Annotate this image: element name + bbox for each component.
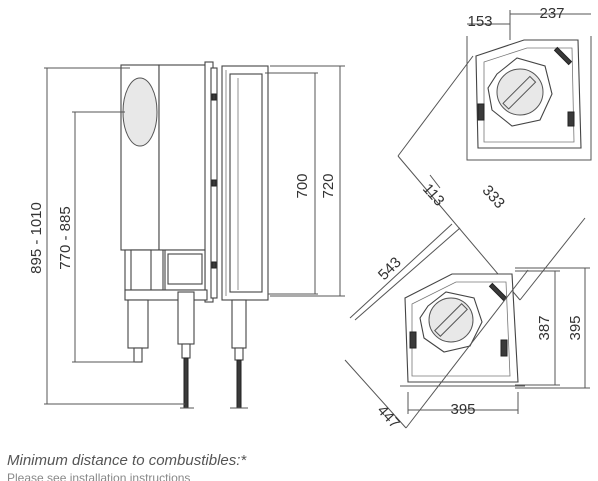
corner-plan-bottom-dimensions [344, 223, 590, 429]
dim-label-387: 387 [536, 315, 553, 340]
corner-plan-top [466, 36, 592, 161]
dim-label-237: 237 [539, 5, 564, 22]
dim-label-720: 720 [320, 173, 337, 198]
dim-label-700: 700 [294, 173, 311, 198]
stove-elevation [120, 61, 269, 409]
dim-label-153: 153 [467, 13, 492, 30]
dim-label-543: 543 [375, 254, 405, 284]
corner-plan-bottom [400, 273, 525, 387]
dim-label-447: 447 [374, 402, 403, 432]
elevation-dimension-lines [44, 65, 345, 405]
dim-label-770-885: 770 - 885 [57, 206, 74, 269]
dim-label-333: 333 [479, 182, 508, 212]
dim-label-895-1010: 895 - 1010 [28, 202, 45, 274]
caption-subtitle: Please see installation instructions [7, 471, 191, 481]
dim-label-395-bottom: 395 [450, 401, 475, 418]
caption-title: Minimum distance to combustibles:* [7, 452, 247, 469]
dim-label-113: 113 [419, 180, 448, 209]
dim-label-395-side: 395 [567, 315, 584, 340]
